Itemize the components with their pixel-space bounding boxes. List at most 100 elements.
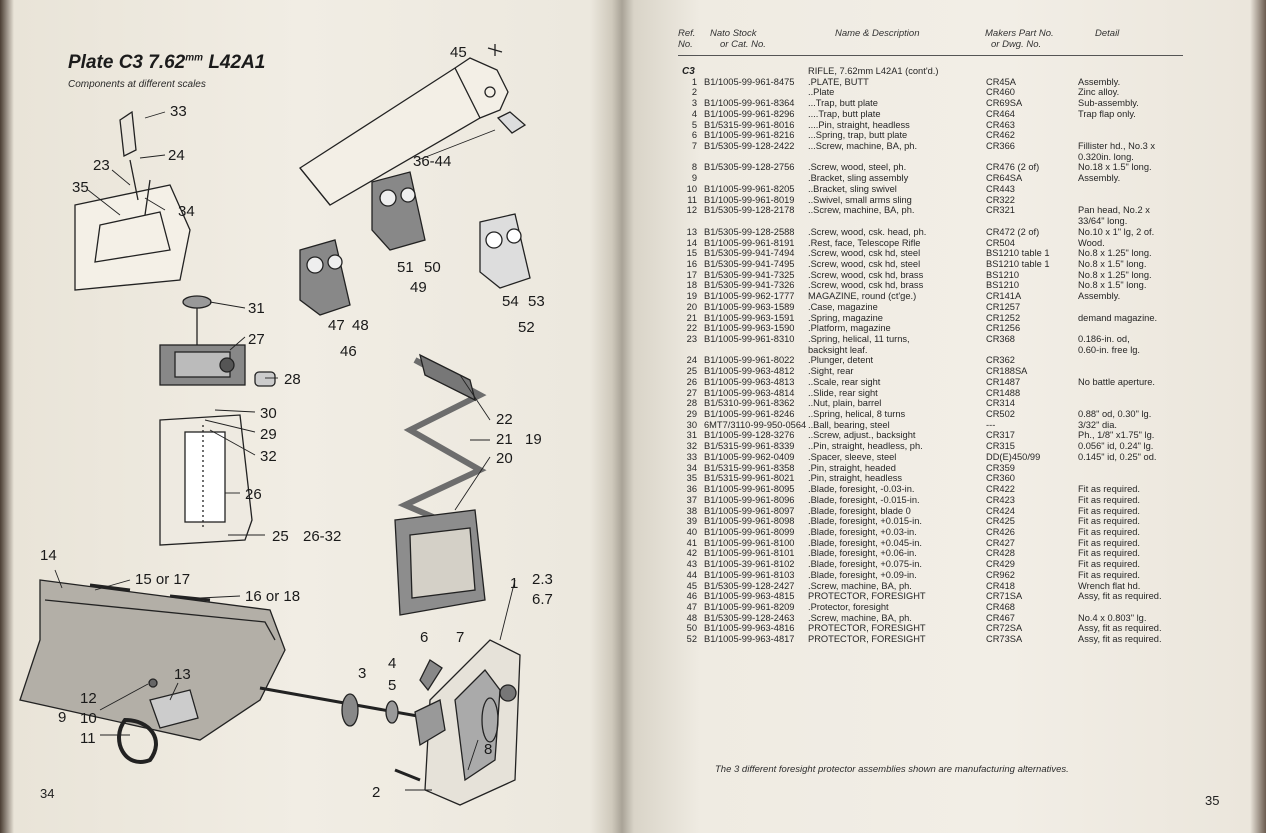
part-makers-number: CR1256 (986, 323, 1021, 334)
part-nato-number: B1/1005-39-961-8102 (704, 559, 795, 570)
callout-26: 26 (245, 486, 262, 503)
part-ref: 42 (686, 548, 697, 559)
callout-54: 54 (502, 293, 519, 310)
part-detail: Fit as required. (1078, 494, 1141, 505)
part-nato-number: B1/5305-99-128-2756 (704, 162, 795, 173)
callout-49: 49 (410, 279, 427, 296)
part-makers-number: CR72SA (986, 623, 1023, 634)
part-nato-number: B1/5305-99-941-7325 (704, 269, 795, 280)
parts-row: 33/64" long. (0, 216, 1266, 227)
part-ref: 23 (686, 334, 697, 344)
part-nato-number: B1/1005-99-961-8099 (704, 526, 795, 537)
part-nato-number: B1/1005-99-961-8475 (704, 76, 795, 87)
part-ref: 11 (687, 194, 697, 205)
part-ref: 35 (686, 473, 697, 484)
callout-4: 4 (388, 655, 396, 672)
part-nato-number: B1/5305-99-941-7494 (704, 248, 795, 259)
part-ref: 44 (686, 569, 697, 580)
part-name: .Screw, machine, BA, ph. (808, 580, 912, 591)
part-detail: 0.186-in. od, (1078, 334, 1130, 344)
part-nato-number: B1/5305-99-128-2178 (704, 205, 795, 216)
part-detail: Fit as required. (1078, 505, 1141, 516)
part-nato-number: B1/5305-99-941-7495 (704, 258, 795, 269)
callout-labels: 45 33 24 23 35 34 36-44 31 27 28 30 29 3… (40, 44, 553, 801)
callout-6-7: 6.7 (532, 591, 553, 608)
part-name: ..Slide, rear sight (808, 387, 878, 398)
part-makers-number: CR71SA (986, 591, 1023, 602)
callout-19: 19 (525, 431, 542, 448)
part-nato-number: B1/1005-99-963-4816 (704, 623, 795, 634)
callout-26-32: 26-32 (303, 528, 341, 545)
part-detail: No.8 x 1.25" long. (1078, 248, 1152, 259)
part-makers-number: CR463 (986, 119, 1015, 130)
part-makers-number: BS1210 table 1 (986, 248, 1050, 259)
callout-22: 22 (496, 411, 513, 428)
part-detail: Zinc alloy. (1078, 87, 1120, 98)
callout-27: 27 (248, 331, 265, 348)
part-detail: Sub-assembly. (1078, 98, 1139, 109)
part-nato-number: B1/5305-99-128-2463 (704, 612, 795, 623)
part-name: .Blade, foresight, +0.09-in. (808, 569, 917, 580)
part-makers-number: CR426 (986, 526, 1015, 537)
col-header-nato-line1: Nato Stock (710, 28, 757, 39)
callout-21: 21 (496, 431, 513, 448)
callout-35: 35 (72, 179, 89, 196)
part-nato-number: B1/1005-99-961-8019 (704, 194, 795, 205)
col-header-nato: Nato Stock or Cat. No. (710, 28, 766, 50)
part-makers-number: DD(E)450/99 (986, 451, 1041, 462)
part-name: ...Trap, butt plate (808, 98, 878, 109)
part-ref: 48 (686, 612, 697, 623)
part-ref: 16 (686, 258, 697, 269)
callout-50: 50 (424, 259, 441, 276)
part-ref: 15 (686, 248, 697, 259)
part-ref: 5 (691, 119, 697, 130)
part-name: .Screw, wood, steel, ph. (808, 162, 907, 173)
part-name: .Pin, straight, headless (808, 473, 903, 484)
part-detail: Pan head, No.2 x (1078, 205, 1150, 216)
part-detail: Wood. (1078, 237, 1105, 248)
callout-23: 23 (93, 157, 110, 174)
callout-33: 33 (170, 103, 187, 120)
part-nato-number: B1/1005-99-961-8098 (704, 516, 795, 527)
callout-47: 47 (328, 317, 345, 334)
part-nato-number: B1/1005-99-961-8101 (704, 548, 795, 559)
part-name: .Bracket, sling assembly (808, 173, 909, 184)
part-ref: 30 (686, 419, 697, 430)
callout-12: 12 (80, 690, 97, 707)
part-nato-number: B1/1005-99-963-4814 (704, 387, 795, 398)
part-ref: 24 (686, 355, 697, 366)
part-ref: 33 (686, 451, 697, 462)
part-name: ..Scale, rear sight (808, 376, 881, 387)
exploded-parts-diagram: 45 33 24 23 35 34 36-44 31 27 28 30 29 3… (19, 44, 553, 806)
part-nato-number: B1/1005-99-963-4813 (704, 376, 795, 387)
part-name: .Blade, foresight, +0.075-in. (808, 559, 922, 570)
part-detail: Fit as required. (1078, 548, 1141, 559)
part-ref: 17 (686, 269, 697, 280)
part-detail: Assy, fit as required. (1078, 623, 1162, 634)
part-nato-number: B1/5315-99-961-8016 (704, 119, 795, 130)
part-name: .Rest, face, Telescope Rifle (808, 237, 921, 248)
part-makers-number: CR462 (986, 130, 1015, 141)
callout-45: 45 (450, 44, 467, 61)
part-detail: No.10 x 1" lg, 2 of. (1078, 226, 1155, 237)
part-name: ..Swivel, small arms sling (808, 194, 912, 205)
part-nato-number: 6MT7/3110-99-950-0564 (704, 419, 807, 430)
part-ref: 43 (686, 559, 697, 570)
part-ref: 21 (686, 312, 697, 323)
parts-row: backsight leaf.0.60-in. free lg. (0, 345, 1266, 356)
part-detail: No.8 x 1.5" long. (1078, 280, 1147, 291)
part-makers-number: CR428 (986, 548, 1015, 559)
part-name: .Blade, foresight, +0.015-in. (808, 516, 922, 527)
part-nato-number: B1/1005-99-961-8097 (704, 505, 795, 516)
